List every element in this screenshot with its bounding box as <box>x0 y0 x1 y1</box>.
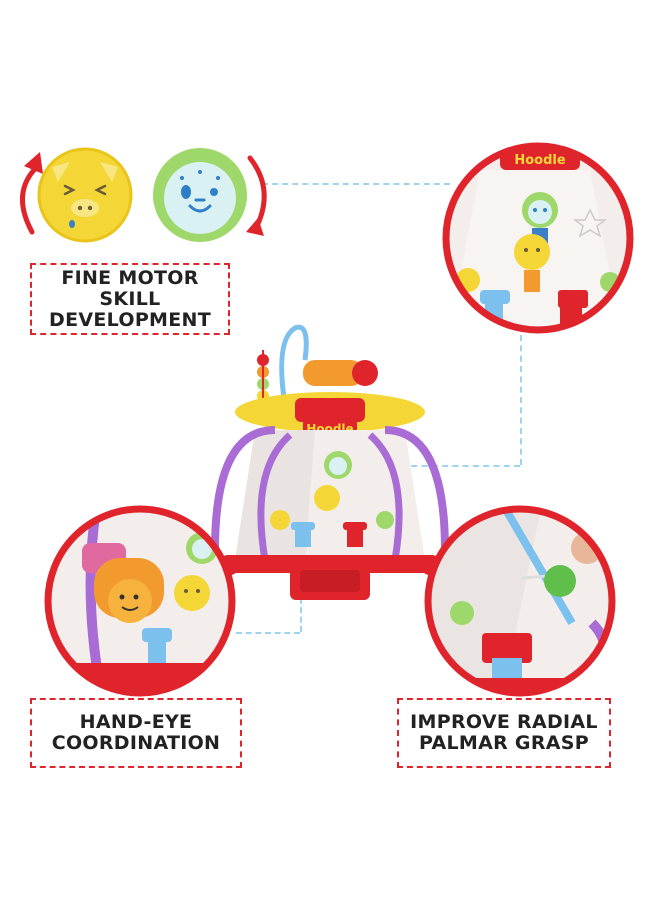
rotate-arrow-right-icon <box>246 155 267 236</box>
connector-left-bottom <box>236 632 300 634</box>
hand-eye-label: HAND-EYE COORDINATION <box>51 711 221 754</box>
detail-circle-hammer <box>42 503 238 699</box>
monkey-face-disc-icon <box>153 148 247 242</box>
fine-motor-label: FINE MOTOR SKILL DEVELOPMENT <box>49 266 211 331</box>
connector-right-vertical <box>520 335 522 465</box>
radial-grasp-label: IMPROVE RADIAL PALMAR GRASP <box>410 711 598 754</box>
detail-circle-discs: Hoodle <box>440 140 636 336</box>
pig-face-disc-icon <box>37 147 133 243</box>
detail-circle-bead <box>422 503 618 699</box>
rotating-discs-illustration <box>10 140 275 250</box>
hand-eye-label-box: HAND-EYE COORDINATION <box>30 698 242 768</box>
activity-cube-toy: Hoodle <box>195 320 465 605</box>
connector-top-right <box>262 183 450 185</box>
connector-right-horizontal <box>360 465 520 467</box>
radial-grasp-label-box: IMPROVE RADIAL PALMAR GRASP <box>397 698 611 768</box>
brand-logo-top: Hoodle <box>514 153 566 168</box>
fine-motor-label-box: FINE MOTOR SKILL DEVELOPMENT <box>30 263 230 335</box>
rotate-arrow-left-icon <box>20 152 43 235</box>
